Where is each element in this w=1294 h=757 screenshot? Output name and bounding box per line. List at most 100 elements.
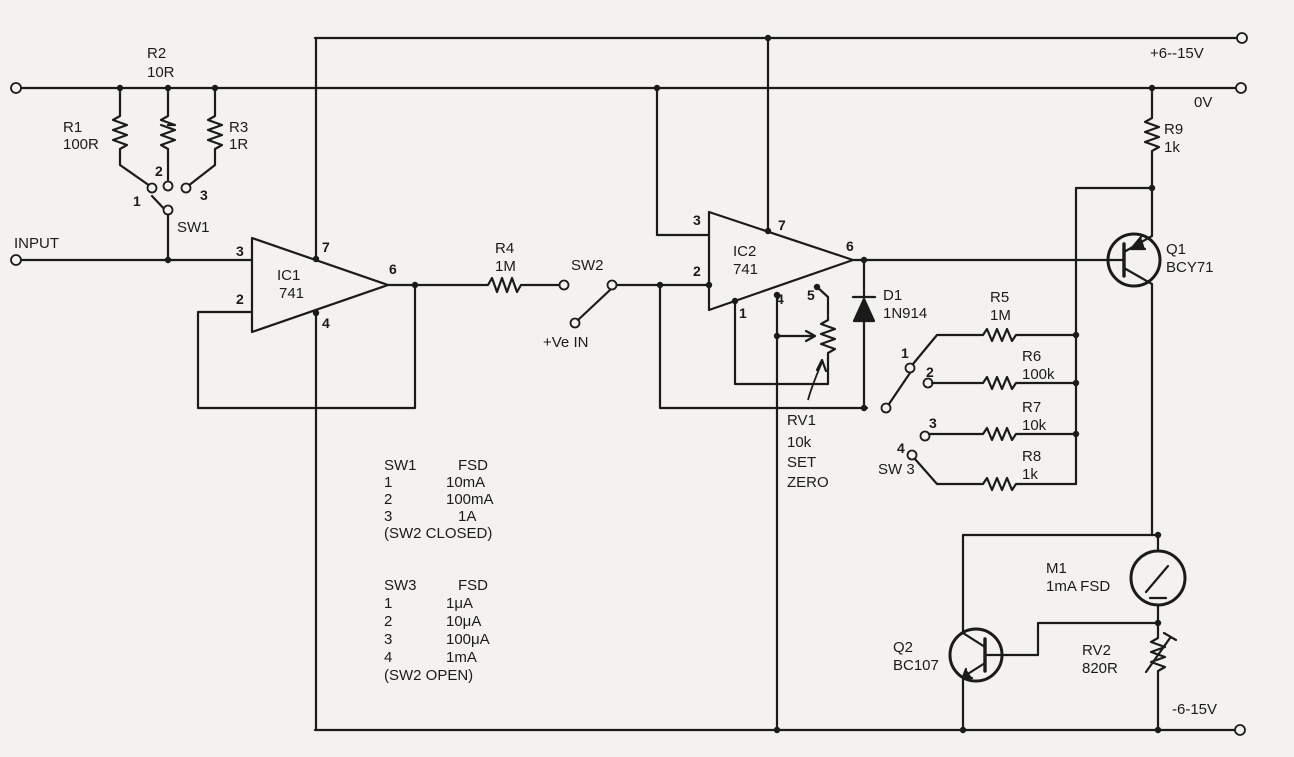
q2-ref: Q2 bbox=[893, 639, 913, 656]
input-label: INPUT bbox=[14, 235, 59, 252]
table-cell: 10μA bbox=[446, 613, 481, 630]
table-cell: 3 bbox=[384, 631, 392, 648]
negative-rail-label: -6-15V bbox=[1172, 701, 1217, 718]
r5-value: 1M bbox=[990, 307, 1011, 324]
table-cell: 100mA bbox=[446, 491, 494, 508]
ground-rail-label: 0V bbox=[1194, 94, 1212, 111]
sw3-range-table: SW3 FSD 1 1μA 2 10μA 3 100μA 4 1mA (SW2 … bbox=[384, 577, 490, 684]
r4-value: 1M bbox=[495, 258, 516, 275]
positive-supply-rail: +6--15V bbox=[313, 32, 1248, 62]
rv1-value: 10k bbox=[787, 434, 812, 451]
r1-ref: R1 bbox=[63, 119, 82, 136]
sw2-note: +Ve IN bbox=[543, 334, 588, 351]
ic2-ref: IC2 bbox=[733, 243, 756, 260]
input-terminal: INPUT bbox=[10, 235, 254, 266]
table-cell: 1μA bbox=[446, 595, 473, 612]
op-amp-ic2: IC2 741 3 2 6 7 4 1 5 bbox=[655, 36, 869, 732]
sw3-pos-2: 2 bbox=[926, 364, 934, 380]
resistor-r6: R6 100k bbox=[930, 348, 1078, 391]
table-cell: 3 bbox=[384, 508, 392, 525]
r7-value: 10k bbox=[1022, 417, 1047, 434]
r2-value: 10R bbox=[147, 64, 175, 81]
table-cell: 2 bbox=[384, 613, 392, 630]
ic1-pin6: 6 bbox=[389, 261, 397, 277]
sw2-label: SW2 bbox=[571, 257, 604, 274]
rv1-ref: RV1 bbox=[787, 412, 816, 429]
d1-value: 1N914 bbox=[883, 305, 927, 322]
r3-ref: R3 bbox=[229, 119, 248, 136]
emitter-bus bbox=[1072, 184, 1156, 486]
rv2-ref: RV2 bbox=[1082, 642, 1111, 659]
ic2-pin7: 7 bbox=[778, 217, 786, 233]
table-cell: 1mA bbox=[446, 649, 477, 666]
transistor-q1: Q1 BCY71 bbox=[1106, 186, 1214, 537]
resistor-r9: R9 1k bbox=[1143, 86, 1183, 190]
table-cell: 2 bbox=[384, 491, 392, 508]
meter-m1: M1 1mA FSD bbox=[961, 531, 1187, 657]
table-cell: 1 bbox=[384, 595, 392, 612]
sw1-pos-3: 3 bbox=[200, 187, 208, 203]
r6-value: 100k bbox=[1022, 366, 1055, 383]
ic2-pin3: 3 bbox=[693, 212, 701, 228]
sw1-pos-2: 2 bbox=[155, 163, 163, 179]
potentiometer-rv1: RV1 10k SET ZERO bbox=[773, 318, 837, 491]
ic1-ref: IC1 bbox=[277, 267, 300, 284]
transistor-q2: Q2 BC107 bbox=[893, 533, 1004, 732]
switch-sw2: SW2 +Ve IN bbox=[543, 257, 711, 351]
ic1-pin3: 3 bbox=[236, 243, 244, 259]
r9-value: 1k bbox=[1164, 139, 1180, 156]
ic2-value: 741 bbox=[733, 261, 758, 278]
sw1-table-col2-header: FSD bbox=[458, 457, 488, 474]
r9-ref: R9 bbox=[1164, 121, 1183, 138]
sw3-pos-1: 1 bbox=[901, 345, 909, 361]
table-cell: 10mA bbox=[446, 474, 485, 491]
sw1-table-note: (SW2 CLOSED) bbox=[384, 525, 492, 542]
ic1-pin7: 7 bbox=[322, 239, 330, 255]
table-cell: 100μA bbox=[446, 631, 490, 648]
r4-ref: R4 bbox=[495, 240, 514, 257]
m1-value: 1mA FSD bbox=[1046, 578, 1110, 595]
r8-ref: R8 bbox=[1022, 448, 1041, 465]
r2-ref: R2 bbox=[147, 45, 166, 62]
m1-ref: M1 bbox=[1046, 560, 1067, 577]
resistor-r8: R8 1k bbox=[913, 448, 1078, 492]
sw3-pos-3: 3 bbox=[929, 415, 937, 431]
resistor-r4: R4 1M bbox=[386, 240, 570, 294]
r1-value: 100R bbox=[63, 136, 99, 153]
positive-rail-label: +6--15V bbox=[1150, 45, 1204, 62]
table-cell: 4 bbox=[384, 649, 392, 666]
r7-ref: R7 bbox=[1022, 399, 1041, 416]
negative-supply-rail: -6-15V bbox=[313, 701, 1246, 736]
ic2-pin4: 4 bbox=[776, 291, 784, 307]
op-amp-ic1: IC1 741 3 2 6 7 4 bbox=[196, 36, 419, 732]
diode-d1: D1 1N914 bbox=[851, 258, 927, 412]
ic2-pin1: 1 bbox=[739, 305, 747, 321]
q1-ref: Q1 bbox=[1166, 241, 1186, 258]
r5-ref: R5 bbox=[990, 289, 1009, 306]
table-cell: 1 bbox=[384, 474, 392, 491]
ic2-pin6: 6 bbox=[846, 238, 854, 254]
ground-rail: 0V bbox=[10, 82, 1247, 111]
sw3-table-col1-header: SW3 bbox=[384, 577, 417, 594]
rv1-note-zero: ZERO bbox=[787, 474, 829, 491]
ic1-pin2: 2 bbox=[236, 291, 244, 307]
ic2-pin5: 5 bbox=[807, 287, 815, 303]
switch-sw1: 1 2 3 SW1 bbox=[133, 163, 210, 262]
resistor-r3: R3 1R bbox=[180, 86, 248, 194]
sw1-range-table: SW1 FSD 1 10mA 2 100mA 3 1A (SW2 CLOSED) bbox=[384, 457, 494, 542]
r8-value: 1k bbox=[1022, 466, 1038, 483]
potentiometer-rv2: RV2 820R bbox=[1082, 619, 1178, 732]
resistor-r5: R5 1M bbox=[911, 289, 1078, 366]
rv2-value: 820R bbox=[1082, 660, 1118, 677]
sw1-pos-1: 1 bbox=[133, 193, 141, 209]
sw1-label: SW1 bbox=[177, 219, 210, 236]
ic2-output-net bbox=[851, 256, 1114, 264]
ic1-value: 741 bbox=[279, 285, 304, 302]
sw3-table-col2-header: FSD bbox=[458, 577, 488, 594]
r6-ref: R6 bbox=[1022, 348, 1041, 365]
q1-value: BCY71 bbox=[1166, 259, 1214, 276]
resistor-r7: R7 10k bbox=[927, 399, 1078, 442]
table-cell: 1A bbox=[458, 508, 476, 525]
rv1-note-set: SET bbox=[787, 454, 816, 471]
resistor-r2: R2 10R bbox=[147, 45, 177, 192]
